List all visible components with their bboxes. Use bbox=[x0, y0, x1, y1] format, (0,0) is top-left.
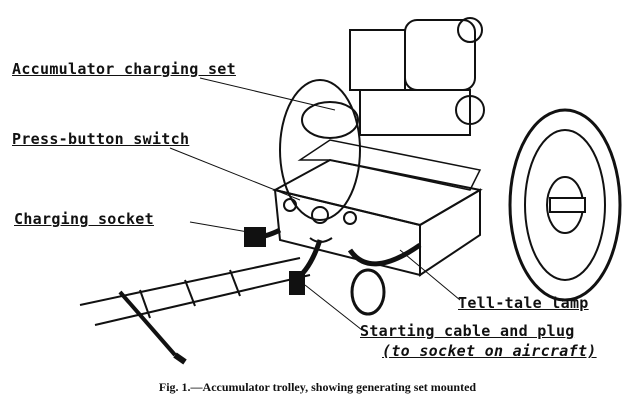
label-tell-tale-lamp: Tell-tale lamp bbox=[458, 294, 589, 312]
castor-wheel bbox=[350, 268, 386, 316]
trolley-body bbox=[272, 139, 483, 277]
label-starting-cable: Starting cable and plug bbox=[360, 322, 575, 340]
charging-set bbox=[301, 17, 485, 139]
cables bbox=[248, 227, 422, 283]
label-press-button-switch: Press-button switch bbox=[12, 130, 190, 148]
label-accumulator-charging-set: Accumulator charging set bbox=[12, 60, 236, 78]
starting-plug bbox=[289, 271, 305, 295]
front-wheel bbox=[508, 108, 622, 302]
charging-socket-plug bbox=[244, 227, 266, 247]
towbar bbox=[79, 257, 311, 365]
figure-caption: Fig. 1.—Accumulator trolley, showing gen… bbox=[158, 380, 477, 394]
label-to-socket: (to socket on aircraft) bbox=[382, 342, 597, 360]
leader-lines bbox=[169, 77, 461, 331]
label-charging-socket: Charging socket bbox=[14, 210, 154, 228]
rear-wheel bbox=[279, 79, 361, 221]
